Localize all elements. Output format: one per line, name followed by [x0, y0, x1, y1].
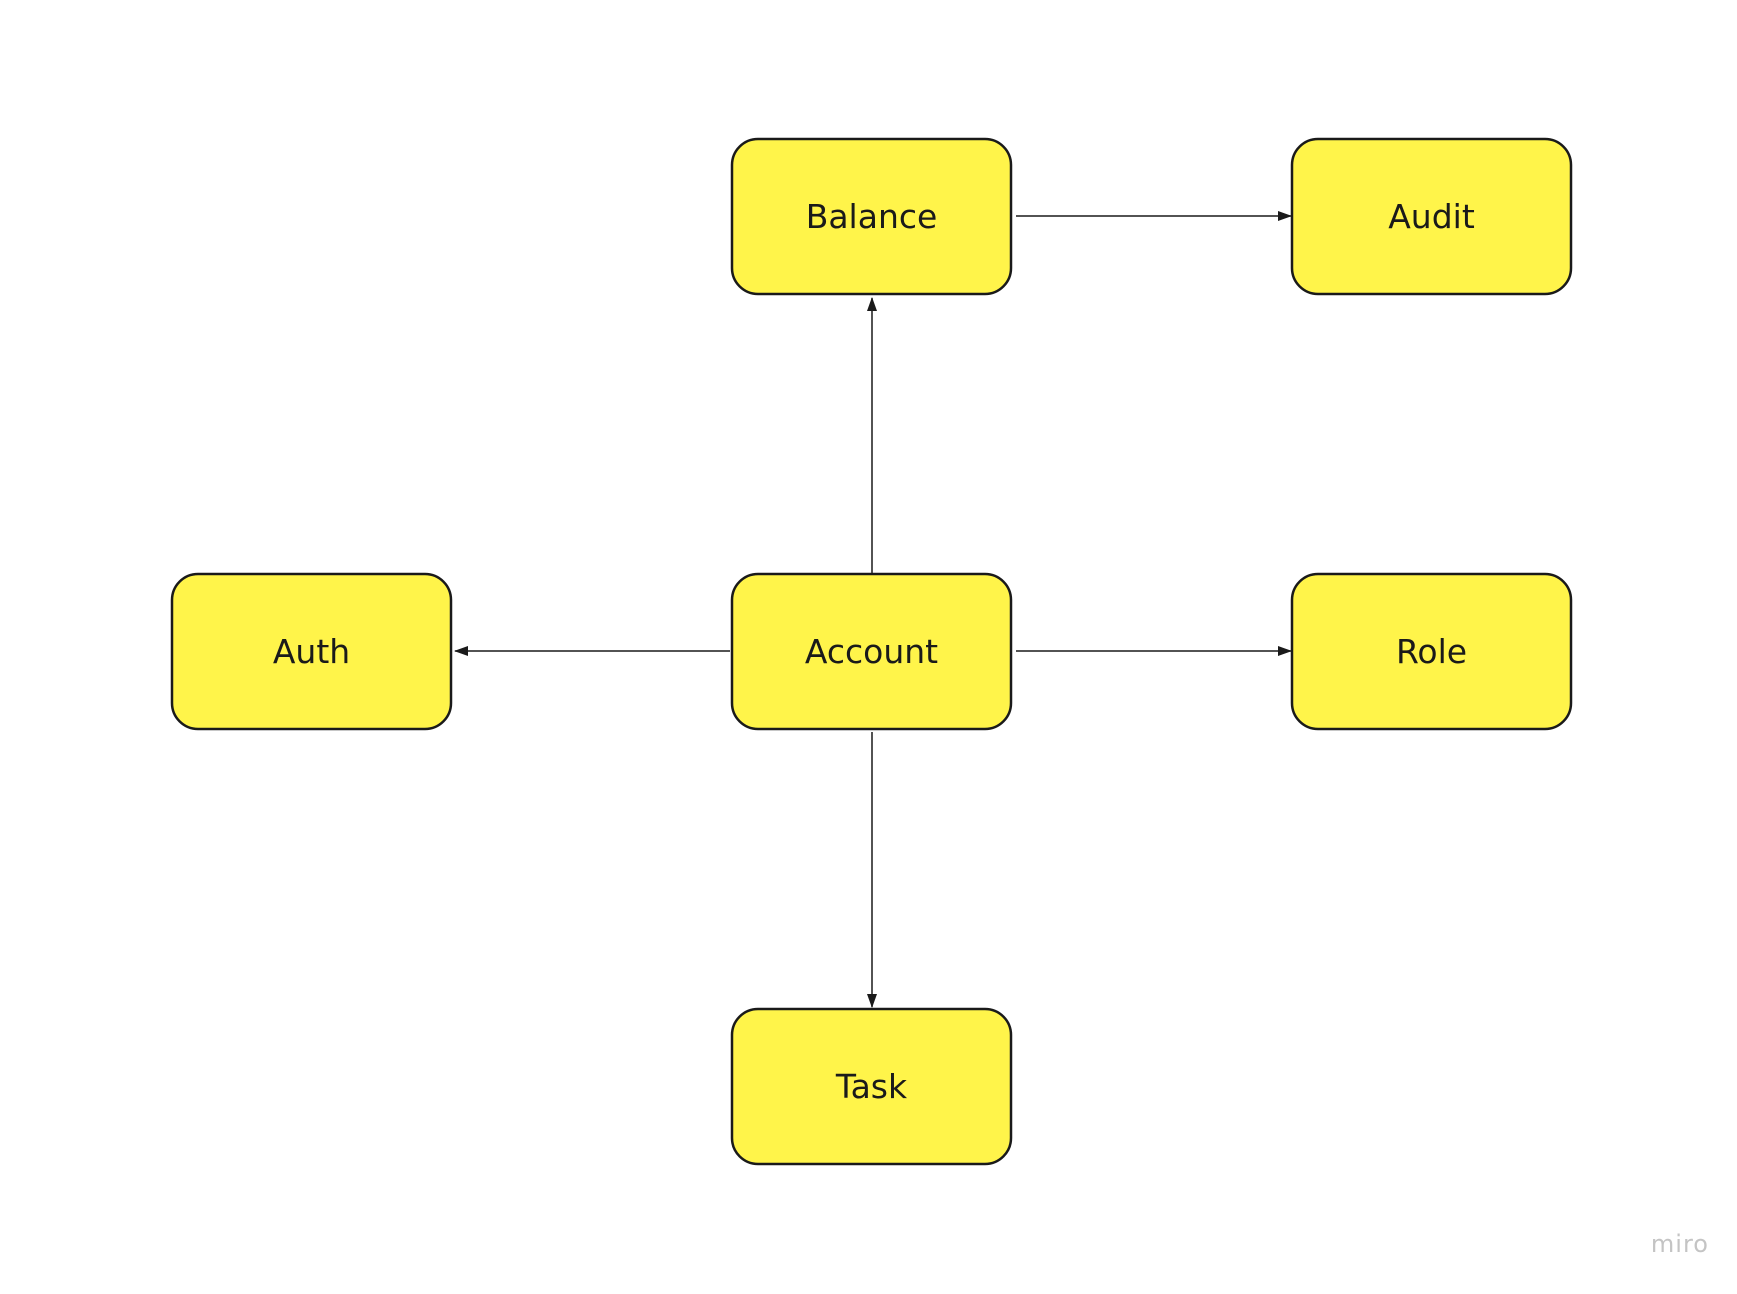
node-account[interactable]: Account [730, 572, 1013, 731]
node-account-label: Account [805, 632, 938, 671]
node-task[interactable]: Task [730, 1007, 1013, 1166]
miro-watermark: miro [1650, 1230, 1709, 1258]
node-role[interactable]: Role [1290, 572, 1573, 731]
node-audit[interactable]: Audit [1290, 137, 1573, 296]
node-balance-label: Balance [806, 197, 938, 236]
node-audit-label: Audit [1388, 197, 1475, 236]
node-role-label: Role [1396, 632, 1467, 671]
node-balance[interactable]: Balance [730, 137, 1013, 296]
node-auth-label: Auth [273, 632, 350, 671]
node-auth[interactable]: Auth [170, 572, 453, 731]
node-task-label: Task [835, 1067, 908, 1106]
